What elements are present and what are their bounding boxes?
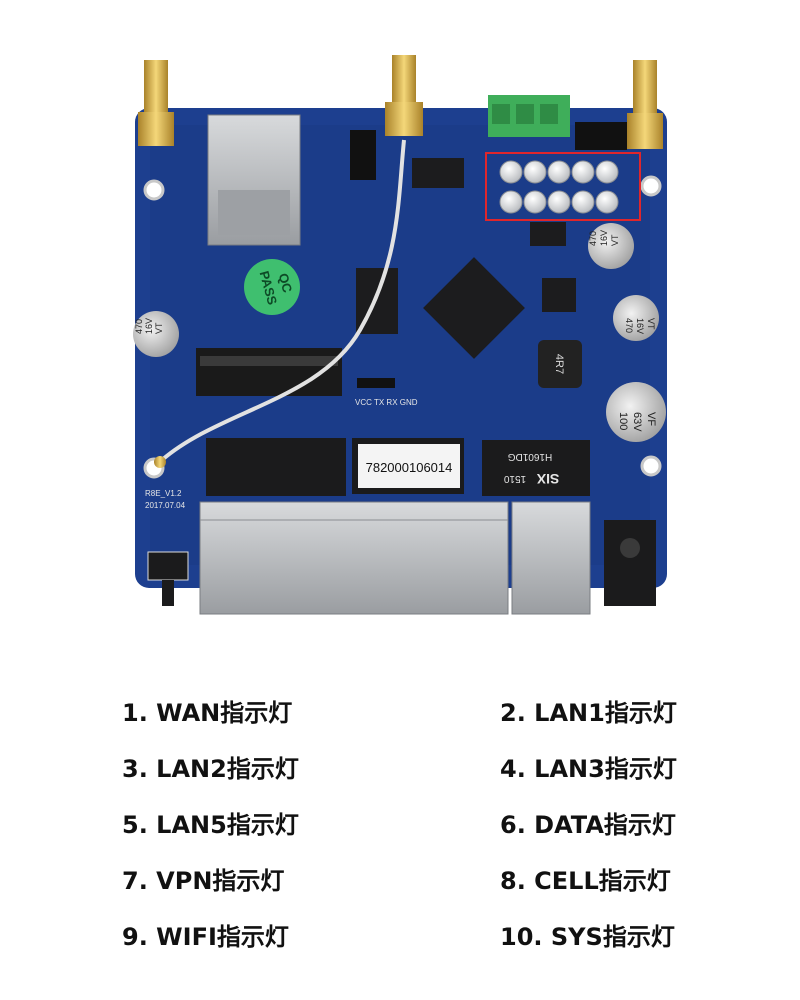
mounting-hole [143, 179, 165, 201]
legend-item-6: 6. DATA指示灯 [500, 811, 676, 839]
led-6 [499, 190, 523, 214]
svg-text:63V: 63V [631, 412, 643, 432]
svg-text:VT: VT [646, 318, 656, 330]
svg-text:H1601DG: H1601DG [508, 451, 553, 462]
svg-text:16V: 16V [635, 318, 645, 334]
reset-button-stem [162, 580, 174, 606]
legend-item-4: 4. LAN3指示灯 [500, 755, 677, 783]
led-array [499, 160, 619, 214]
sim-card-slot [207, 114, 301, 246]
capacitor-big: 100 63V VF [606, 382, 666, 442]
legend-item-3: 3. LAN2指示灯 [122, 755, 299, 783]
uart-label: VCC TX RX GND [355, 398, 418, 407]
svg-text:16V: 16V [144, 318, 154, 334]
led-highlight-box [485, 152, 641, 221]
legend-item-5: 5. LAN5指示灯 [122, 811, 299, 839]
capacitor-mid-right: 470 16V VT [613, 295, 659, 341]
coax-cable-connector [154, 456, 166, 468]
ic-chip-square [542, 278, 576, 312]
dc-power-jack [604, 520, 656, 606]
led-legend: 1. WAN指示灯 2. LAN1指示灯 3. LAN2指示灯 4. LAN3指示灯 5… [0, 680, 800, 980]
svg-text:470: 470 [588, 231, 598, 246]
led-9 [571, 190, 595, 214]
legend-item-1: 1. WAN指示灯 [122, 699, 293, 727]
legend-item-2: 2. LAN1指示灯 [500, 699, 677, 727]
mini-pcie-pins [200, 356, 338, 366]
pin-header-center [350, 130, 376, 180]
svg-text:VF: VF [645, 412, 657, 426]
led-8 [547, 190, 571, 214]
svg-text:VT: VT [154, 322, 164, 334]
capacitor-left: 470 16V VT [133, 311, 179, 357]
ic-chip-right [530, 222, 566, 246]
router-board-photo: QC PASS 470 16V VT 470 16V VT 470 16V VT… [133, 55, 667, 615]
svg-text:SIX: SIX [536, 471, 559, 487]
sma-antenna-center [385, 55, 423, 136]
svg-text:470: 470 [134, 319, 144, 334]
rj45-lan-ports [199, 501, 509, 615]
svg-text:470: 470 [624, 318, 634, 333]
inductor-label: 4R7 [553, 354, 565, 374]
dc-jack-hole [620, 538, 640, 558]
legend-item-10: 10. SYS指示灯 [500, 923, 675, 951]
svg-text:1510: 1510 [503, 473, 526, 484]
legend-item-9: 9. WIFI指示灯 [122, 923, 289, 951]
terminal-block [488, 95, 570, 137]
lan-transformer [206, 438, 346, 496]
ic-chip-top [412, 158, 464, 188]
reset-button [147, 551, 189, 581]
led-10 [595, 190, 619, 214]
board-date-label: 2017.07.04 [145, 501, 186, 510]
svg-text:16V: 16V [599, 230, 609, 246]
wan-transformer: SIX 1510 H1601DG [482, 440, 590, 496]
router-board-illustration: QC PASS 470 16V VT 470 16V VT 470 16V VT… [133, 55, 667, 615]
board-version-label: R8E_V1.2 [145, 489, 182, 498]
serial-label-sticker: 782000106014 [352, 438, 464, 494]
svg-text:782000106014: 782000106014 [366, 460, 453, 475]
qc-pass-sticker [244, 259, 300, 315]
mounting-hole [640, 455, 662, 477]
led-7 [523, 190, 547, 214]
svg-text:VT: VT [610, 234, 620, 246]
led-5 [595, 160, 619, 184]
coax-cable [160, 139, 406, 462]
led-3 [547, 160, 571, 184]
sma-antenna-left [138, 60, 174, 146]
rj45-wan-port [511, 501, 591, 615]
mounting-hole [640, 175, 662, 197]
inductor [538, 340, 582, 388]
pin-header-top-right [575, 122, 627, 150]
capacitor-top-right: 470 16V VT [588, 223, 634, 269]
sma-antenna-right [627, 60, 663, 149]
svg-text:100: 100 [617, 412, 629, 430]
led-2 [523, 160, 547, 184]
led-1 [499, 160, 523, 184]
legend-item-7: 7. VPN指示灯 [122, 867, 285, 895]
uart-header [357, 378, 395, 388]
main-soc-chip [423, 257, 525, 359]
legend-item-8: 8. CELL指示灯 [500, 867, 671, 895]
qc-sticker-line1: QC [276, 271, 296, 294]
led-4 [571, 160, 595, 184]
